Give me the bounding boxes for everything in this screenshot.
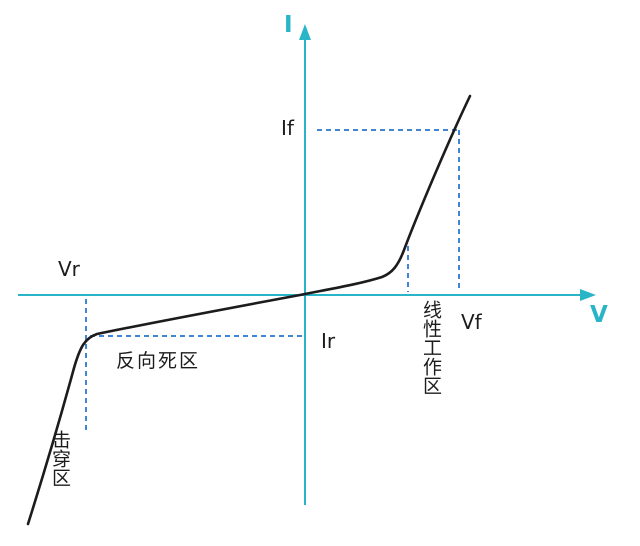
ir-label: Ir bbox=[321, 329, 336, 353]
i-axis-arrow-icon bbox=[299, 24, 311, 40]
reverse-dead-zone-label: 反向死区 bbox=[116, 350, 201, 372]
i-axis-label: I bbox=[284, 12, 293, 38]
vr-label: Vr bbox=[58, 257, 80, 281]
v-axis-label: V bbox=[590, 302, 608, 328]
iv-curve bbox=[26, 94, 472, 526]
breakdown-zone-label: 击穿区 bbox=[49, 430, 71, 487]
if-label: If bbox=[281, 116, 294, 140]
linear-working-zone-label: 线性工作区 bbox=[420, 300, 442, 395]
vf-label: Vf bbox=[461, 310, 482, 334]
v-axis-arrow-icon bbox=[580, 289, 596, 301]
